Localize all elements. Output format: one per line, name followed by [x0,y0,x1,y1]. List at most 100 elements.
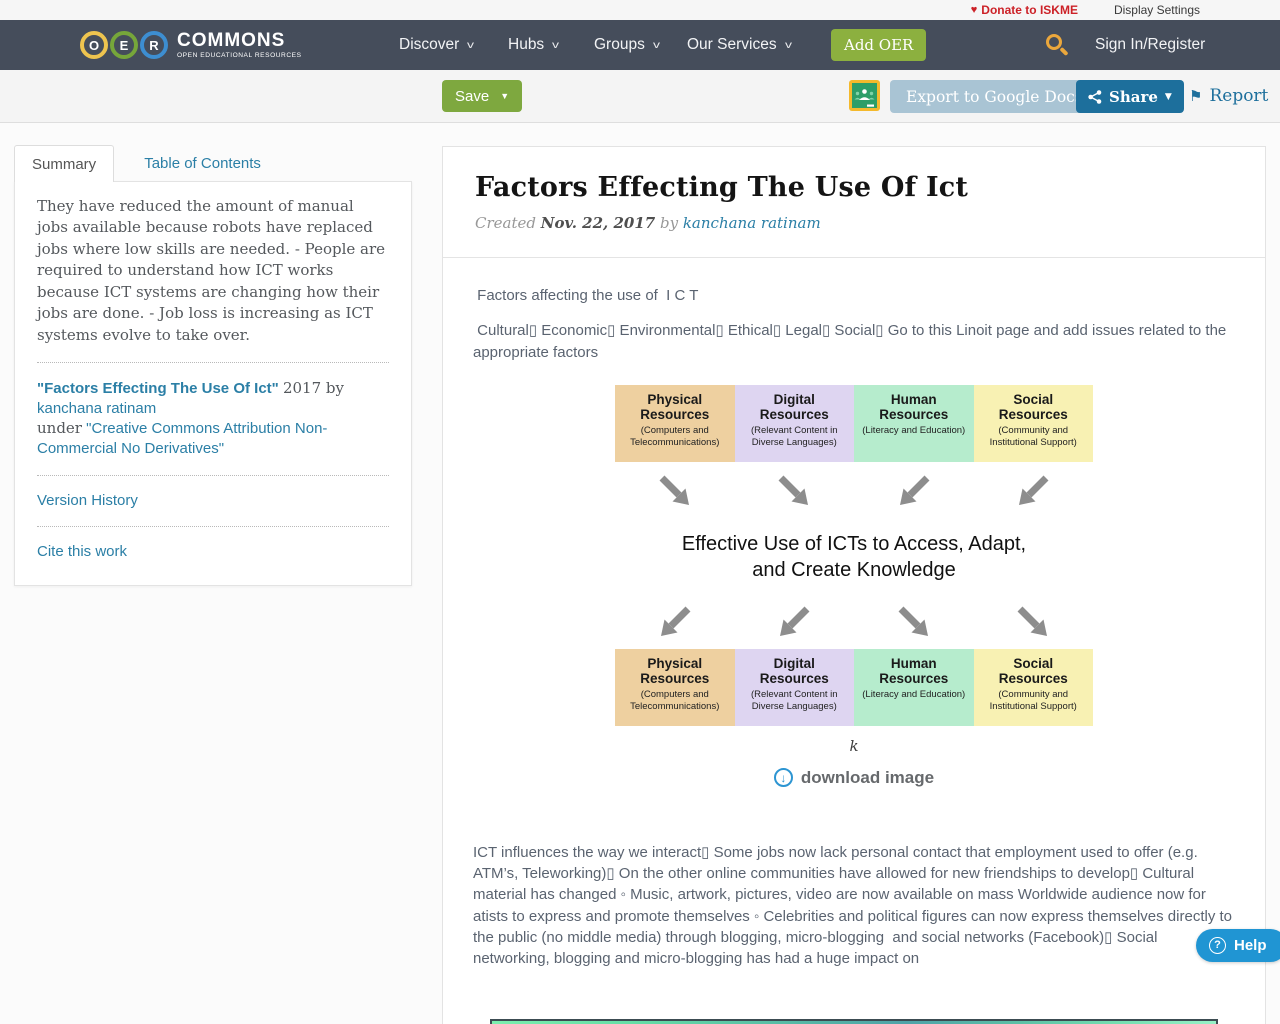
oer-commons-logo[interactable]: O E R COMMONS OPEN EDUCATIONAL RESOURCES [80,31,302,59]
flag-icon: ⚑ [1189,87,1203,105]
donate-link[interactable]: ♥Donate to ISKME [971,3,1078,17]
download-icon: ↓ [773,768,793,788]
box-title: Social [1013,391,1054,407]
help-label: Help [1234,937,1267,954]
author-link[interactable]: kanchana ratinam [37,400,157,417]
box-title: Physical [647,391,703,407]
divider [37,474,389,476]
resource-content: Factors affecting the use of I C T Cultu… [443,258,1265,1024]
license-link[interactable]: "Creative Commons Attribution Non-Commer… [37,419,328,457]
box-title: Resources [640,671,710,686]
divider [37,362,389,364]
attribution-block: "Factors Effecting The Use Of Ict" 2017 … [37,379,389,459]
chevron-down-icon: v [652,39,660,51]
down-right-arrow-icon [1017,606,1048,636]
box-subtitle: (Literacy and Education) [862,689,966,701]
tab-summary[interactable]: Summary [14,145,115,182]
down-left-arrow-icon [780,606,810,636]
attribution-year: 2017 by [282,379,344,398]
box-subtitle: (Relevant Content in Diverse Languages) [750,425,838,449]
sign-in-register-link[interactable]: Sign In/Register [1095,36,1206,53]
sidebar-card: They have reduced the amount of manual j… [14,181,412,586]
summary-text: They have reduced the amount of manual j… [37,197,386,344]
save-button[interactable]: Save▼ [442,80,523,112]
created-label: Created [475,214,536,232]
search-handle [1059,46,1069,57]
box-subtitle: (Computers and Telecommunications) [630,425,720,449]
main-navbar: O E R COMMONS OPEN EDUCATIONAL RESOURCES… [0,20,1280,70]
help-button[interactable]: ? Help [1196,929,1280,962]
logo-letter-e: E [110,31,138,59]
diagram-center-line2: and Create Knowledge [752,558,956,581]
nav-our-services[interactable]: Our Services v [687,20,792,70]
diagram-center-text: Effective Use of ICTs to Access, Adapt, … [615,531,1093,583]
search-icon[interactable] [1046,34,1070,58]
box-title: Resources [998,407,1068,422]
share-button[interactable]: Share▼ [1076,80,1184,113]
factors-line: Cultural▯ Economic▯ Environmental▯ Ethic… [473,322,1231,361]
version-history-link[interactable]: Version History [37,491,138,509]
google-classroom-button[interactable] [849,80,880,111]
box-title: Resources [759,407,829,422]
intro-line: Factors affecting the use of I C T [473,287,699,304]
display-settings-link[interactable]: Display Settings [1113,3,1200,17]
box-title: Physical [647,655,703,671]
box-subtitle: (Computers and Telecommunications) [630,689,720,713]
byline-author-link[interactable]: kanchana ratinam [682,214,821,232]
box-title: Resources [879,671,949,686]
embedded-content-image [490,1018,1218,1024]
nav-discover[interactable]: Discover v [399,20,475,70]
box-title: Resources [879,407,949,422]
question-mark-icon: ? [1209,937,1226,954]
chevron-down-icon: v [784,39,792,51]
resource-header: Factors Effecting The Use Of Ict Created… [443,147,1265,258]
box-subtitle: (Literacy and Education) [862,425,966,437]
tab-table-of-contents[interactable]: Table of Contents [144,155,261,172]
logo-tagline: OPEN EDUCATIONAL RESOURCES [177,52,302,59]
box-subtitle: (Community and Institutional Support) [989,425,1077,449]
logo-text: COMMONS OPEN EDUCATIONAL RESOURCES [177,31,302,59]
add-oer-button[interactable]: Add OER [831,29,927,61]
chevron-down-icon: v [552,39,560,51]
search-circle [1046,34,1062,50]
created-date: Nov. 22, 2017 [540,214,656,232]
diagram-arrows-bottom [615,595,1093,649]
resource-title-link[interactable]: "Factors Effecting The Use Of Ict" [37,380,279,398]
box-subtitle: (Relevant Content in Diverse Languages) [750,689,838,713]
box-title: Resources [640,407,710,422]
page-title: Factors Effecting The Use Of Ict [475,172,969,203]
body-paragraph: ICT influences the way we interact▯ Some… [473,843,1237,968]
box-title: Resources [759,671,829,686]
export-google-docs-button[interactable]: Export to Google Docs [890,80,1099,113]
box-title: Human [890,655,937,671]
nav-hubs-label: Hubs [508,36,545,53]
download-image-link[interactable]: ↓ download image [473,768,1235,788]
down-right-arrow-icon [659,475,689,505]
box-subtitle: (Community and Institutional Support) [989,689,1077,713]
caret-down-icon: ▼ [1164,91,1172,102]
divider [37,525,389,527]
download-label: download image [800,767,935,787]
cite-this-work-link[interactable]: Cite this work [37,542,128,560]
save-label: Save [455,87,490,105]
google-classroom-icon [852,83,877,108]
attribution-under: under [37,418,82,437]
report-link[interactable]: ⚑Report [1189,70,1268,122]
image-caption: k [849,736,859,755]
nav-discover-label: Discover [399,36,460,53]
nav-groups-label: Groups [594,36,645,53]
sidebar-tabs: Summary Table of Contents [14,145,412,182]
nav-our-services-label: Our Services [687,36,777,53]
box-title: Digital [773,655,815,671]
chevron-down-icon: v [467,39,475,51]
